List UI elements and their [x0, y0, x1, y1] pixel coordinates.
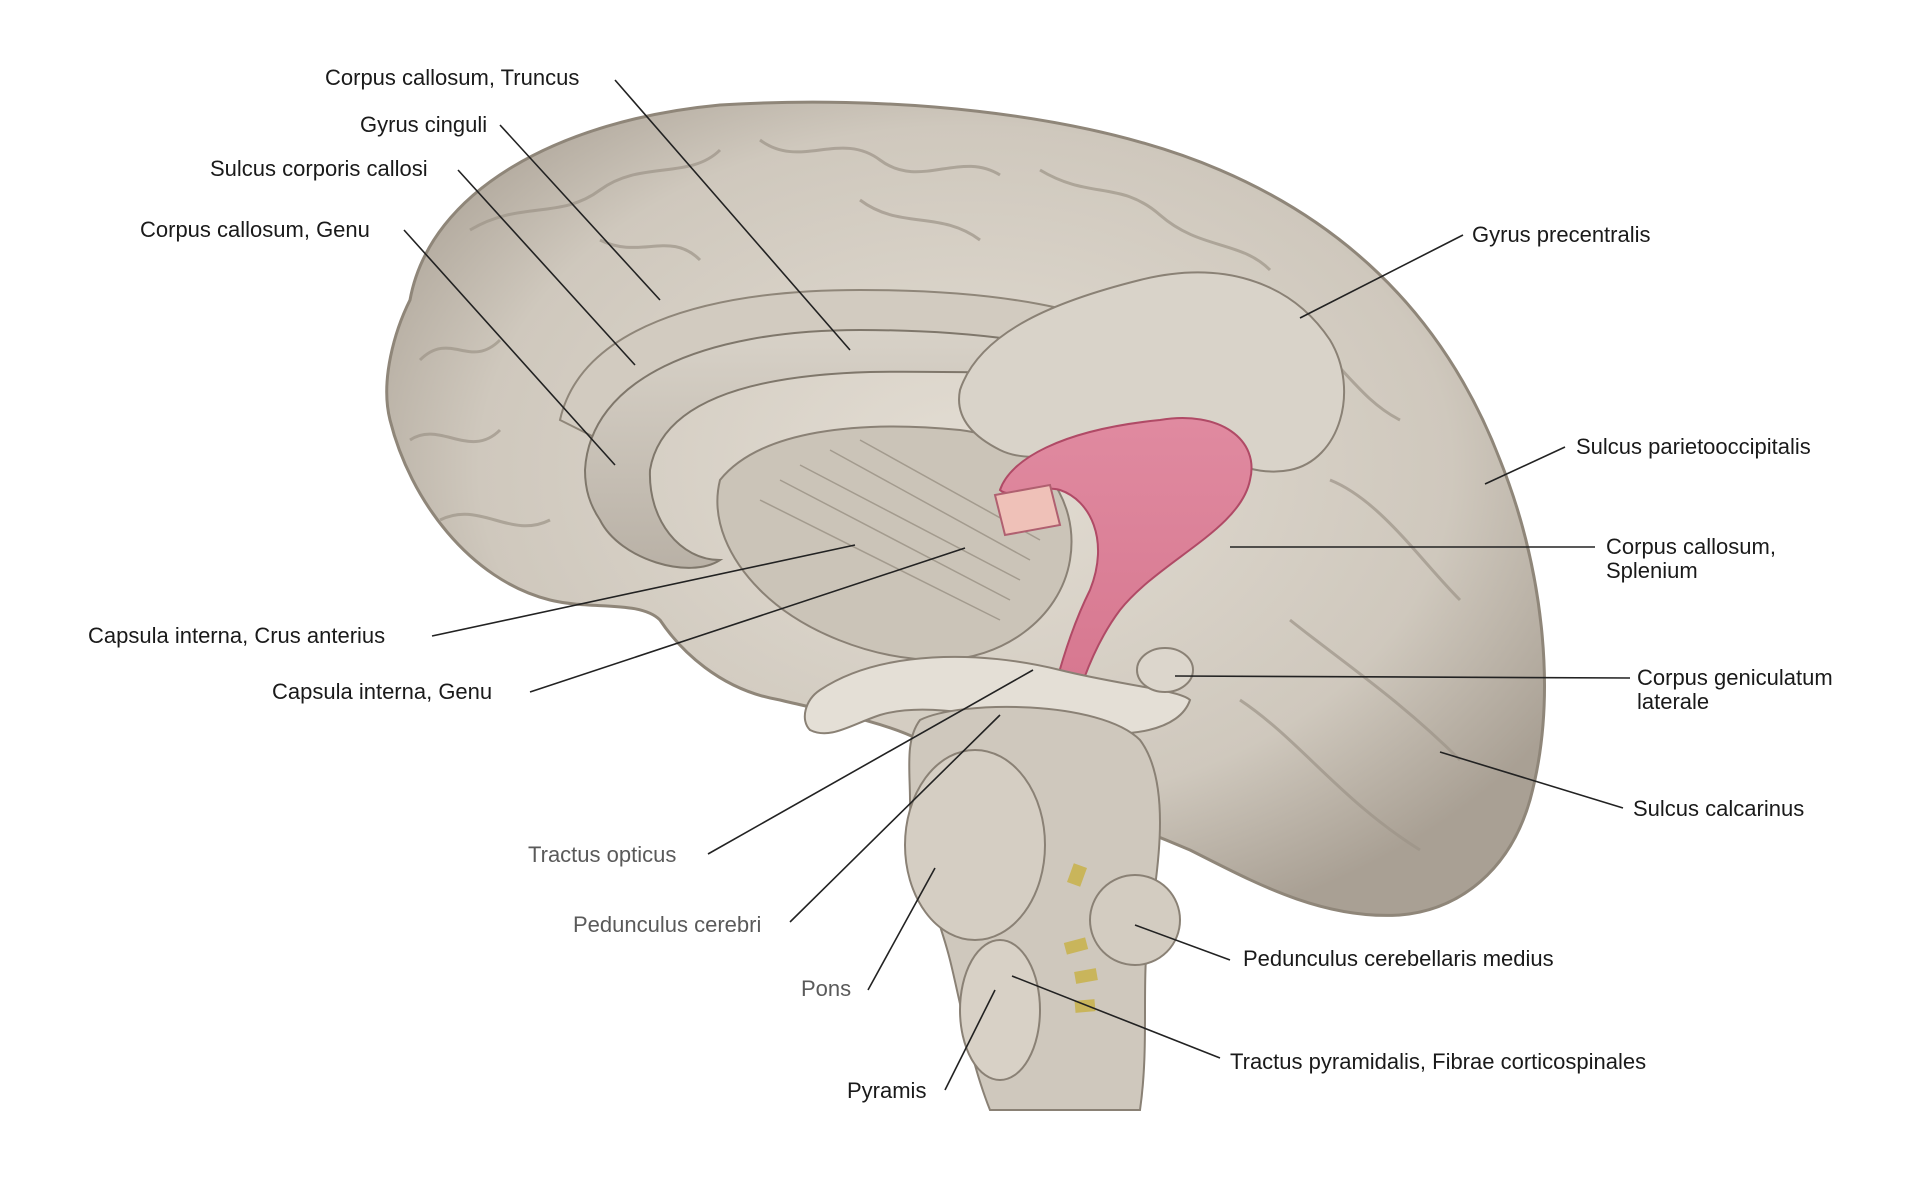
label-tractus-opticus: Tractus opticus — [528, 842, 677, 867]
cut-tract-block — [993, 483, 1062, 537]
capsula-interna-shape — [716, 425, 1073, 662]
label-corpus-callosum-splenium-line2: Splenium — [1606, 558, 1698, 583]
label-corpus-geniculatum-line1: Corpus geniculatum — [1637, 665, 1833, 690]
label-capsula-interna-genu: Capsula interna, Genu — [272, 679, 493, 704]
cerebellar-peduncle-shape — [1089, 874, 1181, 966]
nuclei-marks — [1063, 863, 1098, 1013]
pons-shape — [904, 749, 1046, 941]
pyramis-shape — [959, 939, 1041, 1081]
corpus-callosum-shape — [583, 328, 1112, 569]
leader-lines — [403, 79, 1631, 1091]
label-capsula-interna-crus-anterius: Capsula interna, Crus anterius — [88, 623, 386, 648]
label-tractus-pyramidalis: Tractus pyramidalis, Fibrae corticospina… — [1230, 1049, 1647, 1074]
label-sulcus-parietooccipitalis: Sulcus parietooccipitalis — [1576, 434, 1811, 459]
label-corpus-geniculatum-line2: laterale — [1637, 689, 1710, 714]
label-gyrus-cinguli: Gyrus cinguli — [360, 112, 488, 137]
label-sulcus-calcarinus: Sulcus calcarinus — [1633, 796, 1805, 821]
label-pedunculus-cerebri: Pedunculus cerebri — [573, 912, 762, 937]
label-pyramis: Pyramis — [847, 1078, 927, 1103]
geniculate-shape — [1136, 647, 1194, 693]
label-corpus-callosum-truncus: Corpus callosum, Truncus — [325, 65, 580, 90]
label-corpus-callosum-splenium-line1: Corpus callosum, — [1606, 534, 1776, 559]
precentral-cut-gyri — [958, 271, 1345, 473]
gyri-pattern — [409, 138, 1462, 852]
label-pedunculus-cerebellaris-medius: Pedunculus cerebellaris medius — [1243, 946, 1554, 971]
label-corpus-callosum-genu: Corpus callosum, Genu — [140, 217, 370, 242]
label-gyrus-precentralis: Gyrus precentralis — [1472, 222, 1651, 247]
label-sulcus-corporis-callosi: Sulcus corporis callosi — [210, 156, 428, 181]
label-pons: Pons — [801, 976, 852, 1001]
